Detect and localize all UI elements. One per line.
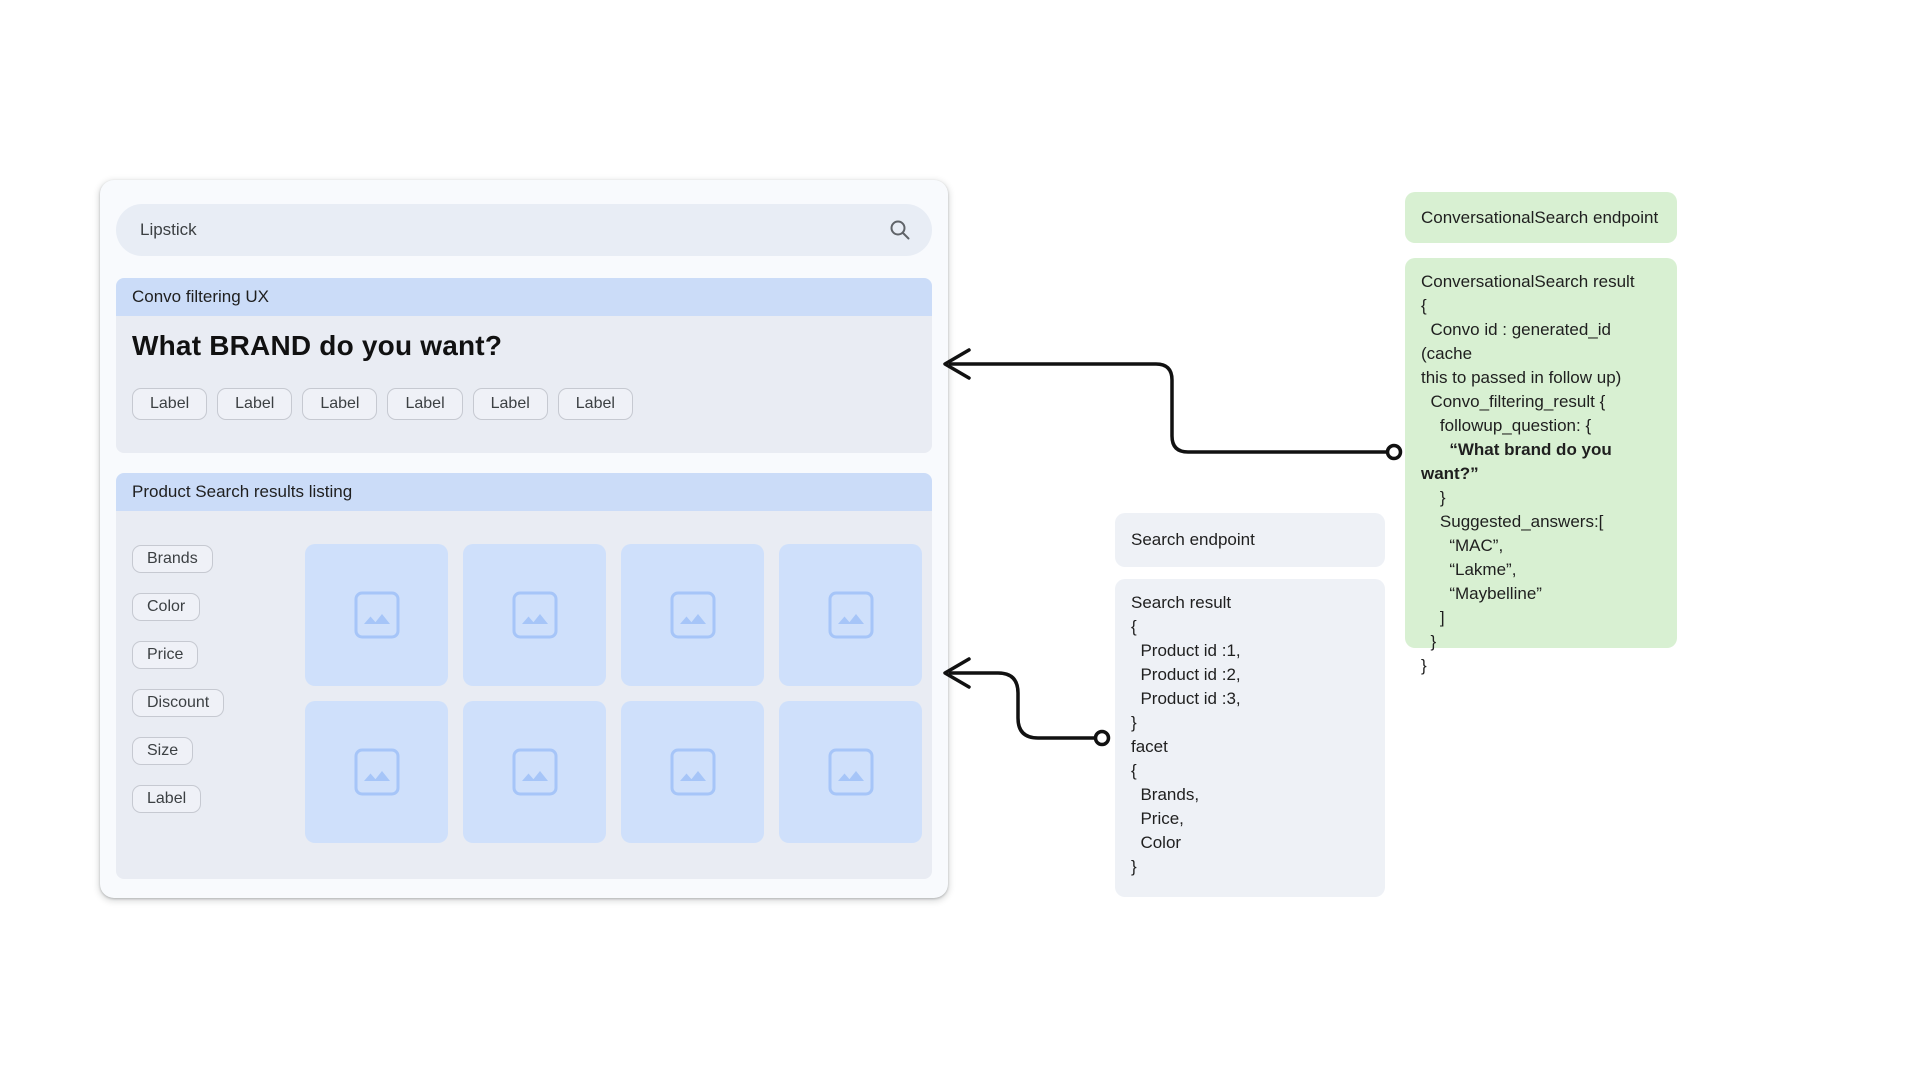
search-endpoint-box: Search endpoint <box>1115 513 1385 567</box>
search-icon[interactable] <box>888 218 912 242</box>
code-line: } <box>1131 855 1371 879</box>
search-bar[interactable]: Lipstick <box>116 204 932 256</box>
code-line: Color <box>1131 831 1371 855</box>
connector-arrow-search <box>945 659 1109 745</box>
conversational-result-box: ConversationalSearch result{ Convo id : … <box>1405 258 1677 648</box>
product-tile-1[interactable] <box>305 544 448 686</box>
results-section-header: Product Search results listing <box>116 473 932 511</box>
suggested-answer-chip-row: Label Label Label Label Label Label <box>132 388 633 420</box>
product-tile-8[interactable] <box>779 701 922 843</box>
code-line: } <box>1421 630 1663 654</box>
image-placeholder-icon <box>670 748 716 796</box>
facet-chip-price[interactable]: Price <box>132 641 198 669</box>
code-line: { <box>1131 759 1371 783</box>
facet-chip-color[interactable]: Color <box>132 593 200 621</box>
code-line: Convo_filtering_result { <box>1421 390 1663 414</box>
code-line: Brands, <box>1131 783 1371 807</box>
convo-section-body: What BRAND do you want? LabelLabelLabelL… <box>116 316 932 453</box>
image-placeholder-icon <box>354 591 400 639</box>
code-line: Convo id : generated_id (cache <box>1421 318 1663 366</box>
search-ui-mock-card: Lipstick Convo filtering UX What BRAND d… <box>100 180 948 898</box>
code-line: Product id :1, <box>1131 639 1371 663</box>
code-line: Product id :3, <box>1131 687 1371 711</box>
code-line: “What brand do you want?” <box>1421 438 1663 486</box>
answer-chip-3[interactable]: Label <box>302 388 377 420</box>
code-line: Price, <box>1131 807 1371 831</box>
code-line: { <box>1131 615 1371 639</box>
search-input-value: Lipstick <box>140 220 197 240</box>
search-result-box: Search result{ Product id :1, Product id… <box>1115 579 1385 897</box>
code-line: Search result <box>1131 591 1371 615</box>
conversational-endpoint-box: ConversationalSearch endpoint <box>1405 192 1677 243</box>
image-placeholder-icon <box>354 748 400 796</box>
product-tile-grid <box>305 544 922 843</box>
facet-chip-label[interactable]: Label <box>132 785 201 813</box>
code-line: } <box>1131 711 1371 735</box>
facet-chip-size[interactable]: Size <box>132 737 193 765</box>
answer-chip-5[interactable]: Label <box>473 388 548 420</box>
product-tile-5[interactable] <box>305 701 448 843</box>
code-line: } <box>1421 486 1663 510</box>
facet-chip-discount[interactable]: Discount <box>132 689 224 717</box>
product-tile-2[interactable] <box>463 544 606 686</box>
code-line: Suggested_answers:[ <box>1421 510 1663 534</box>
search-result-code: Search result{ Product id :1, Product id… <box>1115 579 1385 891</box>
code-line: “Maybelline” <box>1421 582 1663 606</box>
image-placeholder-icon <box>828 748 874 796</box>
convo-filtering-section: Convo filtering UX What BRAND do you wan… <box>116 278 932 453</box>
code-line: followup_question: { <box>1421 414 1663 438</box>
product-results-section: Product Search results listing BrandsCol… <box>116 473 932 879</box>
connector-arrow-conversational <box>945 350 1401 459</box>
code-line: facet <box>1131 735 1371 759</box>
image-placeholder-icon <box>828 591 874 639</box>
image-placeholder-icon <box>670 591 716 639</box>
answer-chip-1[interactable]: Label <box>132 388 207 420</box>
convo-section-header: Convo filtering UX <box>116 278 932 316</box>
followup-question-text: What BRAND do you want? <box>132 330 502 362</box>
code-line: Product id :2, <box>1131 663 1371 687</box>
product-tile-3[interactable] <box>621 544 764 686</box>
conversational-result-code: ConversationalSearch result{ Convo id : … <box>1405 258 1677 690</box>
answer-chip-2[interactable]: Label <box>217 388 292 420</box>
code-line: “MAC”, <box>1421 534 1663 558</box>
conversational-endpoint-label: ConversationalSearch endpoint <box>1405 192 1677 243</box>
code-line: ] <box>1421 606 1663 630</box>
answer-chip-4[interactable]: Label <box>387 388 462 420</box>
facet-chip-brands[interactable]: Brands <box>132 545 213 573</box>
product-tile-7[interactable] <box>621 701 764 843</box>
code-line: ConversationalSearch result <box>1421 270 1663 294</box>
code-line: } <box>1421 654 1663 678</box>
image-placeholder-icon <box>512 748 558 796</box>
code-line: “Lakme”, <box>1421 558 1663 582</box>
facet-filter-column: BrandsColorPriceDiscountSizeLabel <box>132 545 224 813</box>
search-endpoint-label: Search endpoint <box>1115 513 1385 567</box>
results-section-body: BrandsColorPriceDiscountSizeLabel <box>116 511 932 879</box>
code-line: this to passed in follow up) <box>1421 366 1663 390</box>
code-line: { <box>1421 294 1663 318</box>
image-placeholder-icon <box>512 591 558 639</box>
product-tile-6[interactable] <box>463 701 606 843</box>
product-tile-4[interactable] <box>779 544 922 686</box>
answer-chip-6[interactable]: Label <box>558 388 633 420</box>
